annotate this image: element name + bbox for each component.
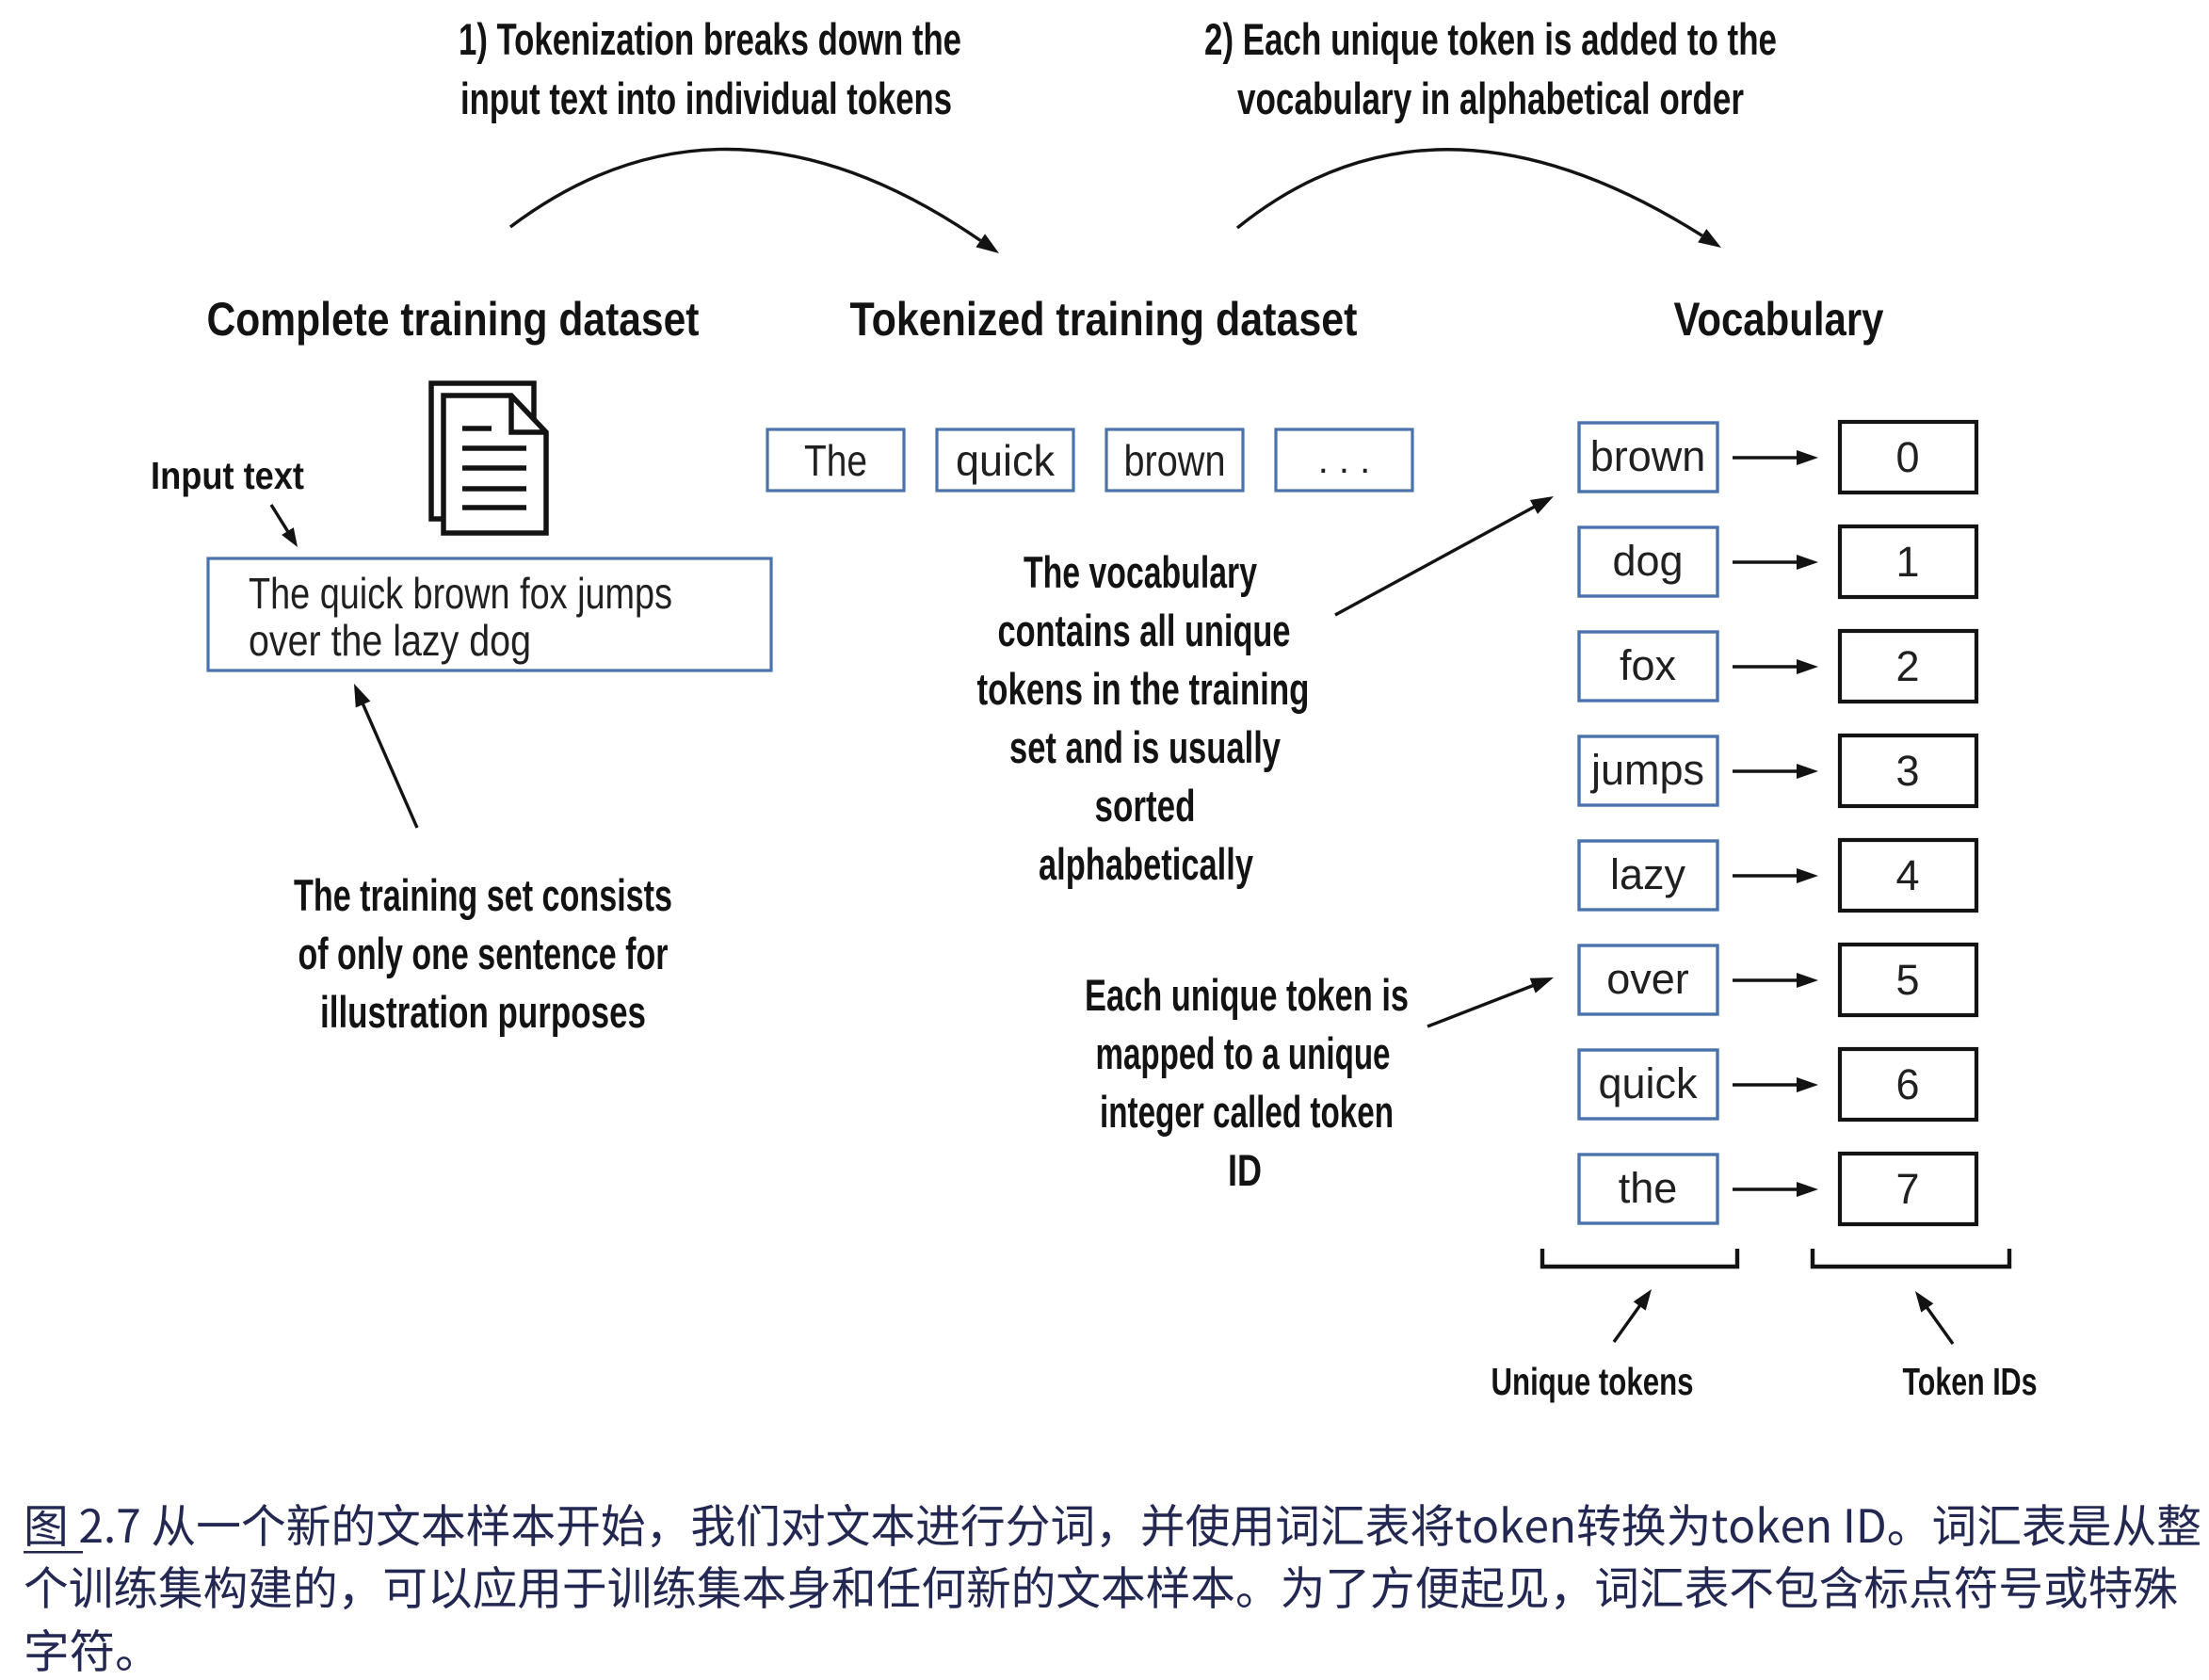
svg-text:3: 3 <box>1895 747 1919 795</box>
svg-text:sorted: sorted <box>1095 781 1196 831</box>
svg-text:. . .: . . . <box>1318 440 1371 481</box>
svg-text:quick: quick <box>1598 1059 1698 1107</box>
svg-text:2: 2 <box>1895 642 1919 690</box>
svg-text:The quick brown fox jumps: The quick brown fox jumps <box>249 569 672 618</box>
svg-text:quick: quick <box>956 436 1056 485</box>
svg-text:Tokenized training dataset: Tokenized training dataset <box>850 293 1358 346</box>
svg-text:Token IDs: Token IDs <box>1903 1360 2038 1403</box>
svg-text:over the lazy dog: over the lazy dog <box>249 616 531 665</box>
svg-text:1: 1 <box>1895 538 1919 586</box>
svg-text:brown: brown <box>1590 432 1706 480</box>
svg-text:7: 7 <box>1895 1165 1919 1213</box>
svg-text:integer called token: integer called token <box>1100 1087 1394 1137</box>
svg-text:lazy: lazy <box>1610 850 1686 898</box>
svg-text:Unique tokens: Unique tokens <box>1491 1360 1694 1403</box>
svg-text:Complete training dataset: Complete training dataset <box>207 293 700 346</box>
svg-text:vocabulary in alphabetical ord: vocabulary in alphabetical order <box>1237 73 1744 123</box>
svg-text:tokens in the training: tokens in the training <box>977 664 1310 714</box>
svg-text:alphabetically: alphabetically <box>1039 839 1253 889</box>
svg-text:dog: dog <box>1612 537 1683 585</box>
svg-text:input text into individual tok: input text into individual tokens <box>460 73 952 123</box>
svg-text:0: 0 <box>1895 433 1919 481</box>
svg-text:mapped to a unique: mapped to a unique <box>1096 1028 1391 1078</box>
svg-text:of only one sentence for: of only one sentence for <box>298 929 669 978</box>
svg-text:contains all unique: contains all unique <box>998 606 1291 655</box>
svg-text:6: 6 <box>1895 1060 1919 1108</box>
svg-text:jumps: jumps <box>1589 746 1704 794</box>
svg-text:the: the <box>1619 1164 1678 1212</box>
svg-text:The: The <box>804 436 867 485</box>
svg-text:Each unique token is: Each unique token is <box>1085 970 1409 1020</box>
svg-text:The vocabulary: The vocabulary <box>1024 547 1257 597</box>
svg-text:Vocabulary: Vocabulary <box>1674 293 1884 346</box>
svg-text:Input text: Input text <box>151 454 304 497</box>
svg-text:over: over <box>1606 955 1689 1003</box>
svg-text:set and is usually: set and is usually <box>1009 722 1281 772</box>
svg-text:fox: fox <box>1620 641 1677 689</box>
svg-text:The training set consists: The training set consists <box>294 870 672 920</box>
svg-text:1) Tokenization breaks down th: 1) Tokenization breaks down the <box>459 14 961 64</box>
svg-text:ID: ID <box>1228 1145 1262 1195</box>
svg-text:illustration purposes: illustration purposes <box>320 987 646 1037</box>
svg-text:5: 5 <box>1895 956 1919 1004</box>
svg-text:2) Each unique token is added: 2) Each unique token is added to the <box>1204 14 1777 64</box>
svg-text:brown: brown <box>1124 436 1226 485</box>
svg-text:4: 4 <box>1895 851 1919 899</box>
